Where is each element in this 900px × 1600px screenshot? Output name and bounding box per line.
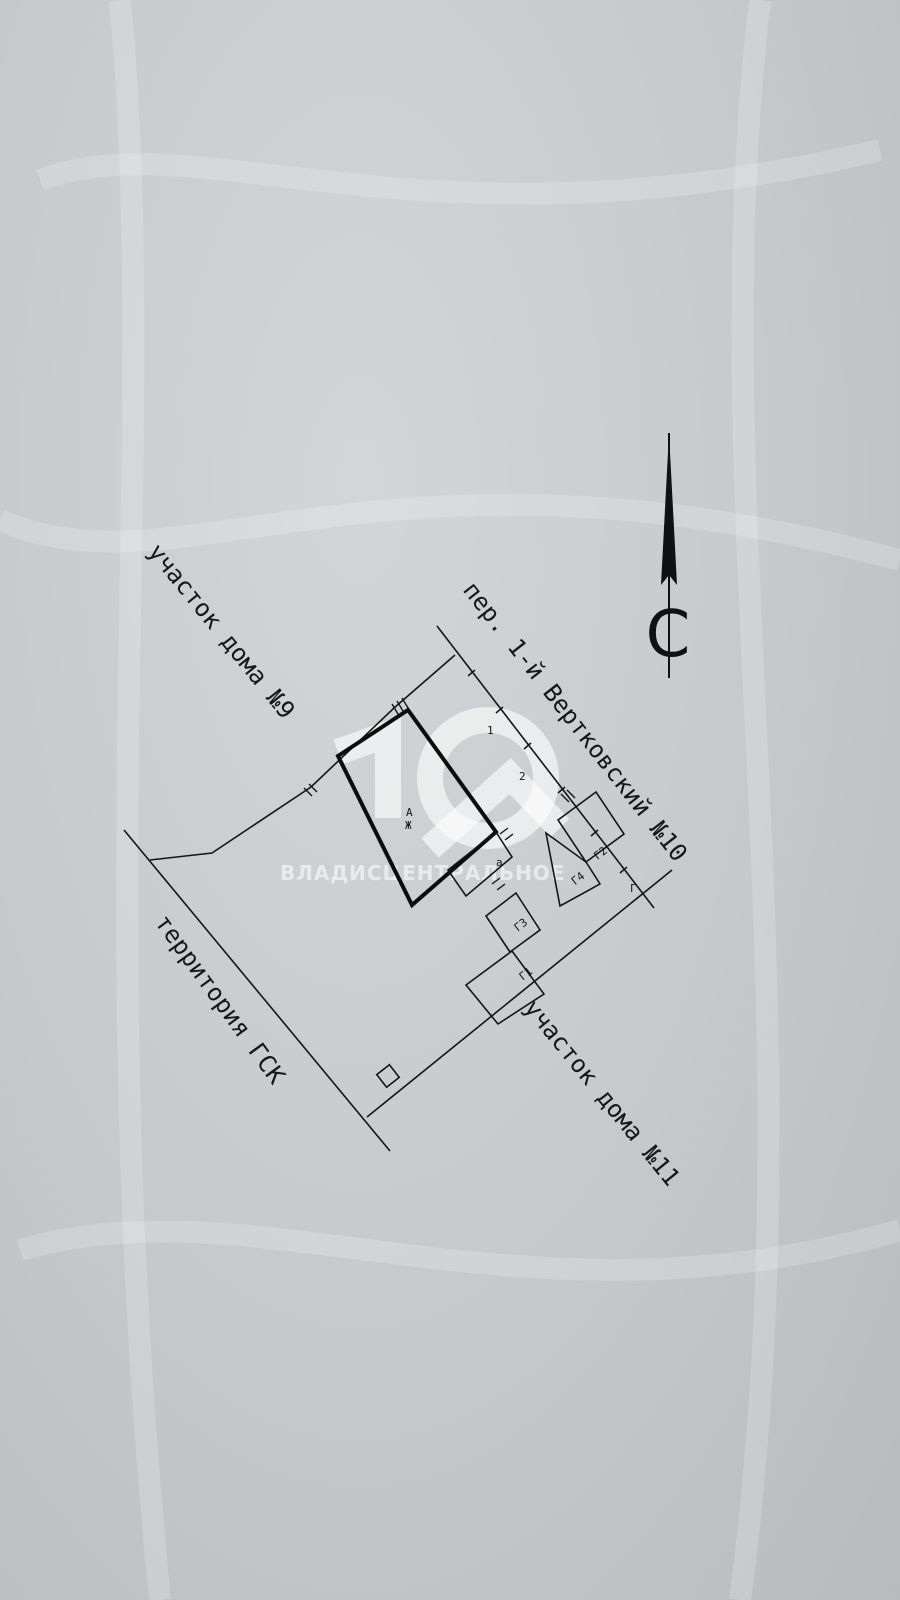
point-2-label: 2 (519, 770, 526, 783)
north-arrow: С (646, 433, 691, 678)
garage-2-label: Г2 (591, 844, 609, 862)
garage-4-label: Г4 (569, 869, 588, 888)
watermark-company: ВЛАДИСЦЕНТРАЛЬНОЕ (280, 861, 566, 885)
auxiliary-buildings (375, 790, 626, 1089)
north-arrow-head (661, 433, 677, 585)
annex-a-label: а (496, 856, 503, 869)
gate-label: Г (630, 882, 637, 895)
neighbor-11-label: участок дома №11 (518, 994, 685, 1191)
garage-3-label: Г3 (512, 916, 530, 934)
fence-marks (303, 697, 576, 891)
boundaries (123, 625, 673, 1152)
annex-a-outline (446, 830, 514, 898)
main-house-label: А (406, 806, 413, 819)
garage-3-outline (484, 891, 542, 954)
street-ticks (467, 669, 628, 874)
north-label: С (646, 598, 691, 672)
neighbor-9-label: участок дома №9 (142, 538, 300, 724)
well-marker (375, 1063, 401, 1089)
boundary-neighbor-11 (366, 869, 673, 1118)
watermark-logo-roof (421, 757, 570, 858)
street-boundary-line (436, 625, 655, 909)
garage-2-outline (556, 790, 626, 864)
garage-1-outline (464, 949, 546, 1026)
garage-1-label: Г1 (517, 965, 535, 983)
watermark-logo (333, 707, 570, 858)
watermark-logo-zero (417, 707, 559, 849)
garage-4-outline (544, 831, 602, 908)
gsk-boundary-line (123, 829, 391, 1152)
point-1-label: 1 (487, 724, 494, 737)
main-house-area-label: Ж (405, 819, 412, 832)
gsk-label: территория ГСК (149, 909, 291, 1090)
watermark: ВЛАДИСЦЕНТРАЛЬНОЕ (280, 707, 570, 885)
boundary-neighbor-9 (149, 654, 456, 861)
